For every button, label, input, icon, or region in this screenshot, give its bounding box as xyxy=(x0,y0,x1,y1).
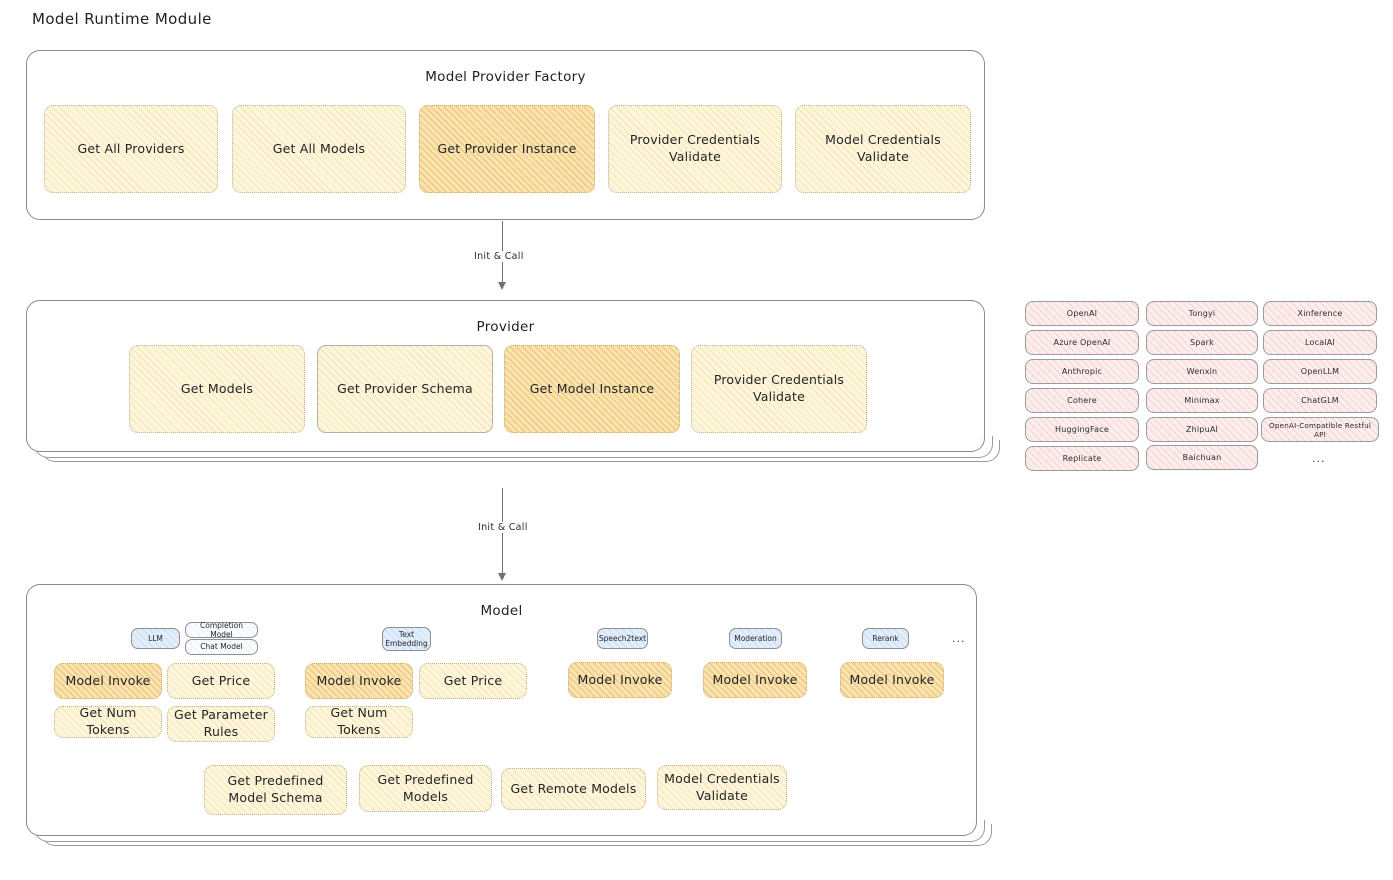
provider-node-provider-credentials-validate[interactable]: Provider Credentials Validate xyxy=(691,345,867,433)
provider-pill-wenxin[interactable]: Wenxin xyxy=(1146,359,1258,384)
model-title: Model xyxy=(480,603,523,619)
factory-node-provider-credentials-validate[interactable]: Provider Credentials Validate xyxy=(608,105,782,193)
provider-node-get-models[interactable]: Get Models xyxy=(129,345,305,433)
provider-pill-zhipuai[interactable]: ZhipuAI xyxy=(1146,417,1258,442)
provider-pill-openai-compatible-restful-api[interactable]: OpenAI-Compatible Restful API xyxy=(1261,417,1379,442)
model-common-method-model-credentials-validate[interactable]: Model Credentials Validate xyxy=(657,765,787,810)
provider-pill-openllm[interactable]: OpenLLM xyxy=(1263,359,1377,384)
arrow-provider-to-model-head xyxy=(498,573,506,581)
model-type-badge-moderation[interactable]: Moderation xyxy=(729,628,782,649)
model-types-more-indicator: ... xyxy=(952,632,966,645)
llm-method-model-invoke[interactable]: Model Invoke xyxy=(54,663,162,699)
page-title: Model Runtime Module xyxy=(32,10,212,28)
model-type-badge-text-embedding[interactable]: Text Embedding xyxy=(382,627,431,651)
provider-node-get-provider-schema[interactable]: Get Provider Schema xyxy=(317,345,493,433)
model-common-method-get-predefined-models[interactable]: Get Predefined Models xyxy=(359,765,492,812)
model-subtype-badge-chat-model[interactable]: Chat Model xyxy=(185,639,258,655)
arrow-provider-to-model-label: Init & Call xyxy=(475,522,531,533)
provider-pill-spark[interactable]: Spark xyxy=(1146,330,1258,355)
provider-pill-replicate[interactable]: Replicate xyxy=(1025,446,1139,471)
model-type-badge-llm[interactable]: LLM xyxy=(131,628,180,649)
speech2text-method-model-invoke[interactable]: Model Invoke xyxy=(568,662,672,698)
factory-node-get-all-models[interactable]: Get All Models xyxy=(232,105,406,193)
model-common-method-get-predefined-model-schema[interactable]: Get Predefined Model Schema xyxy=(204,765,347,815)
text-embedding-method-get-price[interactable]: Get Price xyxy=(419,663,527,699)
provider-list-more-indicator: ... xyxy=(1312,452,1326,465)
provider-pill-baichuan[interactable]: Baichuan xyxy=(1146,445,1258,470)
arrow-factory-to-provider-label: Init & Call xyxy=(471,251,527,262)
llm-method-get-num-tokens[interactable]: Get Num Tokens xyxy=(54,705,162,738)
model-common-method-get-remote-models[interactable]: Get Remote Models xyxy=(501,768,646,810)
factory-node-get-all-providers[interactable]: Get All Providers xyxy=(44,105,218,193)
provider-pill-huggingface[interactable]: HuggingFace xyxy=(1025,417,1139,442)
text-embedding-method-get-num-tokens[interactable]: Get Num Tokens xyxy=(305,705,413,738)
model-type-badge-rerank[interactable]: Rerank xyxy=(862,628,909,649)
factory-node-get-provider-instance[interactable]: Get Provider Instance xyxy=(419,105,595,193)
moderation-method-model-invoke[interactable]: Model Invoke xyxy=(703,662,807,698)
provider-pill-chatglm[interactable]: ChatGLM xyxy=(1263,388,1377,413)
provider-pill-openai[interactable]: OpenAI xyxy=(1025,301,1139,326)
text-embedding-method-model-invoke[interactable]: Model Invoke xyxy=(305,663,413,699)
provider-pill-xinference[interactable]: Xinference xyxy=(1263,301,1377,326)
provider-title: Provider xyxy=(476,319,535,335)
provider-pill-tongyi[interactable]: Tongyi xyxy=(1146,301,1258,326)
provider-pill-localai[interactable]: LocalAI xyxy=(1263,330,1377,355)
factory-node-model-credentials-validate[interactable]: Model Credentials Validate xyxy=(795,105,971,193)
llm-method-get-price[interactable]: Get Price xyxy=(167,663,275,699)
provider-pill-minimax[interactable]: Minimax xyxy=(1146,388,1258,413)
provider-pill-anthropic[interactable]: Anthropic xyxy=(1025,359,1139,384)
provider-pill-cohere[interactable]: Cohere xyxy=(1025,388,1139,413)
provider-node-get-model-instance[interactable]: Get Model Instance xyxy=(504,345,680,433)
model-type-badge-speech2text[interactable]: Speech2text xyxy=(597,628,648,649)
llm-method-get-parameter-rules[interactable]: Get Parameter Rules xyxy=(167,706,275,742)
provider-pill-azure-openai[interactable]: Azure OpenAI xyxy=(1025,330,1139,355)
model-provider-factory-title: Model Provider Factory xyxy=(425,69,586,85)
arrow-factory-to-provider-head xyxy=(498,282,506,290)
rerank-method-model-invoke[interactable]: Model Invoke xyxy=(840,662,944,698)
model-subtype-badge-completion-model[interactable]: Completion Model xyxy=(185,621,258,639)
